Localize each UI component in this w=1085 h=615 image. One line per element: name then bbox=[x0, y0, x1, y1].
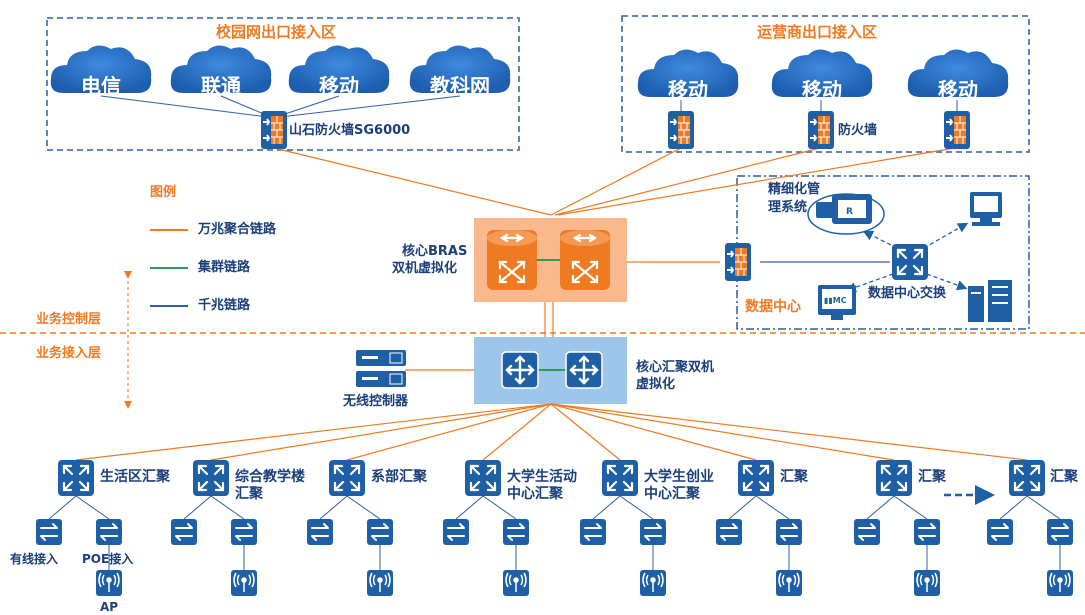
agg-switch-label-8: 汇聚 bbox=[1050, 469, 1078, 485]
cloud-mobile: 移动 bbox=[319, 74, 359, 98]
isp-firewall-1[interactable] bbox=[667, 110, 695, 150]
agg-switch-label-7: 汇聚 bbox=[918, 469, 946, 485]
dc-switch[interactable] bbox=[890, 242, 930, 282]
agg-switch-label-2: 综合教学楼 bbox=[235, 469, 305, 485]
agg-switch-5[interactable] bbox=[600, 458, 640, 498]
access-layer-label: 业务接入层 bbox=[36, 346, 102, 361]
access-switch-6-2[interactable] bbox=[775, 518, 803, 546]
isp-firewall-3[interactable] bbox=[943, 110, 971, 150]
access-switch-7-1[interactable] bbox=[853, 518, 881, 546]
agg-switch-label-4: 大学生活动 bbox=[507, 469, 577, 485]
agg-switch-2[interactable] bbox=[191, 458, 231, 498]
agg-switch-8[interactable] bbox=[1007, 458, 1047, 498]
core-agg-switch-1[interactable] bbox=[500, 350, 540, 390]
access-switch-5-2[interactable] bbox=[639, 518, 667, 546]
access-switch-8-1[interactable] bbox=[986, 518, 1014, 546]
svg-text:▮▮MC: ▮▮MC bbox=[824, 296, 847, 305]
ap-icon-1[interactable] bbox=[95, 569, 123, 597]
poe-access-label: POE接入 bbox=[82, 552, 134, 566]
core-bras-router-2[interactable] bbox=[558, 228, 612, 292]
agg-switch-label-1: 生活区汇聚 bbox=[100, 469, 170, 485]
agg-switch-label-5: 大学生创业 bbox=[644, 469, 714, 485]
access-switch-3-1[interactable] bbox=[306, 518, 334, 546]
cloud-telecom: 电信 bbox=[81, 74, 121, 98]
monitor-icon[interactable]: ▮▮MC bbox=[818, 285, 856, 320]
core-bras-label-1: 核心BRAS bbox=[402, 244, 468, 259]
core-bras-router-1[interactable] bbox=[485, 228, 539, 292]
cloud-cernet: 教科网 bbox=[430, 74, 490, 98]
access-switch-5-1[interactable] bbox=[579, 518, 607, 546]
pc-icon[interactable] bbox=[970, 192, 1002, 226]
agg-switch-6[interactable] bbox=[736, 458, 776, 498]
agg-links bbox=[75, 403, 1028, 461]
wan-links bbox=[273, 147, 956, 337]
core-agg-switch-2[interactable] bbox=[564, 350, 604, 390]
core-bras-label-2: 双机虚拟化 bbox=[392, 261, 458, 276]
data-center-zone bbox=[736, 175, 1030, 330]
cloud-unicom: 联通 bbox=[201, 74, 241, 98]
access-switch-7-2[interactable] bbox=[913, 518, 941, 546]
agg-switch-label-6: 汇聚 bbox=[780, 469, 808, 485]
ap-icon-8[interactable] bbox=[1046, 569, 1074, 597]
legend-10g-label: 万兆聚合链路 bbox=[198, 222, 277, 237]
wireless-controller-label: 无线控制器 bbox=[343, 394, 409, 409]
agg-switch-3[interactable] bbox=[327, 458, 367, 498]
isp-firewall-2[interactable] bbox=[807, 110, 835, 150]
access-switch-2-1[interactable] bbox=[170, 518, 198, 546]
dc-firewall[interactable] bbox=[724, 242, 752, 282]
cloud-isp-1: 移动 bbox=[668, 78, 708, 102]
ap-icon-3[interactable] bbox=[366, 569, 394, 597]
ap-icon-4[interactable] bbox=[502, 569, 530, 597]
fine-mgmt-system-icon[interactable]: R bbox=[807, 193, 885, 235]
shanshi-firewall-label: 山石防火墙SG6000 bbox=[289, 123, 411, 138]
agg-switch-4[interactable] bbox=[463, 458, 503, 498]
access-switch-1-2[interactable] bbox=[95, 518, 123, 546]
ap-icon-5[interactable] bbox=[639, 569, 667, 597]
access-links bbox=[48, 495, 1061, 570]
ap-icon-2[interactable] bbox=[230, 569, 258, 597]
access-switch-1-1[interactable] bbox=[35, 518, 63, 546]
ap-icon-6[interactable] bbox=[775, 569, 803, 597]
access-switch-4-1[interactable] bbox=[442, 518, 470, 546]
firewall-label: 防火墙 bbox=[838, 123, 878, 138]
agg-switch-label2-5: 中心汇聚 bbox=[644, 486, 700, 502]
fine-mgmt-label-1: 精细化管 bbox=[768, 182, 821, 197]
wired-access-label: 有线接入 bbox=[10, 552, 59, 566]
cloud-isp-2: 移动 bbox=[802, 78, 842, 102]
access-switch-6-1[interactable] bbox=[715, 518, 743, 546]
data-center-label: 数据中心 bbox=[745, 299, 801, 315]
access-switch-2-2[interactable] bbox=[230, 518, 258, 546]
shanshi-firewall[interactable] bbox=[260, 110, 288, 150]
isp-exit-zone bbox=[621, 15, 1030, 153]
legend-title: 图例 bbox=[150, 185, 177, 200]
wireless-controller[interactable] bbox=[356, 350, 406, 387]
legend-cluster-label: 集群链路 bbox=[198, 260, 251, 275]
isp-exit-title: 运营商出口接入区 bbox=[757, 23, 878, 41]
core-agg-label-1: 核心汇聚双机 bbox=[636, 360, 715, 375]
agg-switch-label2-4: 中心汇聚 bbox=[507, 486, 563, 502]
access-switch-4-2[interactable] bbox=[502, 518, 530, 546]
legend-1g-label: 千兆链路 bbox=[198, 298, 251, 313]
control-layer-label: 业务控制层 bbox=[36, 312, 102, 327]
agg-switch-7[interactable] bbox=[874, 458, 914, 498]
dc-dashed-links bbox=[845, 222, 969, 293]
access-switch-8-2[interactable] bbox=[1046, 518, 1074, 546]
core-agg-label-2: 虚拟化 bbox=[636, 377, 676, 392]
server-icon[interactable] bbox=[968, 280, 1012, 322]
access-switch-3-2[interactable] bbox=[366, 518, 394, 546]
agg-switch-label-3: 系部汇聚 bbox=[371, 469, 427, 485]
agg-switch-label2-2: 汇聚 bbox=[235, 486, 263, 502]
campus-exit-title: 校园网出口接入区 bbox=[216, 23, 337, 41]
ap-icon-7[interactable] bbox=[913, 569, 941, 597]
dc-switch-label: 数据中心交换 bbox=[868, 286, 947, 301]
agg-switch-1[interactable] bbox=[56, 458, 96, 498]
svg-text:R: R bbox=[846, 207, 853, 217]
ap-label: AP bbox=[100, 600, 119, 614]
cloud-isp-3: 移动 bbox=[938, 78, 978, 102]
fine-mgmt-label-2: 理系统 bbox=[768, 200, 808, 215]
